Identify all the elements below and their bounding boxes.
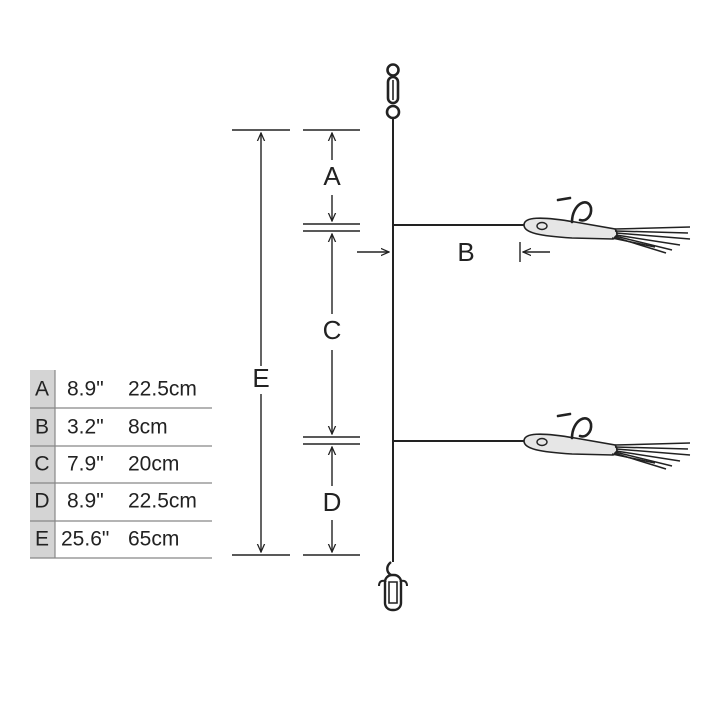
table-inch: 25.6" [61, 528, 109, 551]
dimension-table: A 8.9" 22.5cm B 3.2" 8cm C 7.9" 20cm D 8… [30, 370, 212, 559]
table-inch: 7.9" [67, 453, 104, 476]
dim-label-d: D [323, 487, 342, 517]
table-row: A 8.9" 22.5cm [35, 378, 197, 401]
table-row: C 7.9" 20cm [34, 453, 179, 476]
table-key: C [34, 453, 49, 476]
table-row: B 3.2" 8cm [35, 416, 168, 439]
table-inch: 8.9" [67, 490, 104, 513]
table-cm: 8cm [128, 416, 168, 439]
table-row: E 25.6" 65cm [35, 528, 179, 551]
snap-icon [378, 561, 408, 612]
hook-icon [556, 412, 593, 440]
dim-label-c: C [323, 315, 342, 345]
table-key: A [35, 378, 49, 401]
hook-icon [556, 196, 593, 224]
table-cm: 22.5cm [128, 378, 197, 401]
table-cm: 65cm [128, 528, 179, 551]
table-key: D [34, 490, 49, 513]
dim-label-e: E [252, 363, 269, 393]
table-key-column [30, 370, 55, 558]
table-key: B [35, 416, 49, 439]
table-inch: 3.2" [67, 416, 104, 439]
table-inch: 8.9" [67, 378, 104, 401]
swivel-icon [385, 63, 401, 120]
table-cm: 22.5cm [128, 490, 197, 513]
table-cm: 20cm [128, 453, 179, 476]
table-row: D 8.9" 22.5cm [34, 490, 196, 513]
dim-label-a: A [323, 161, 341, 191]
lure-icon [523, 433, 691, 470]
dim-label-b: B [457, 237, 474, 267]
lure-icon [523, 217, 691, 254]
table-key: E [35, 528, 49, 551]
